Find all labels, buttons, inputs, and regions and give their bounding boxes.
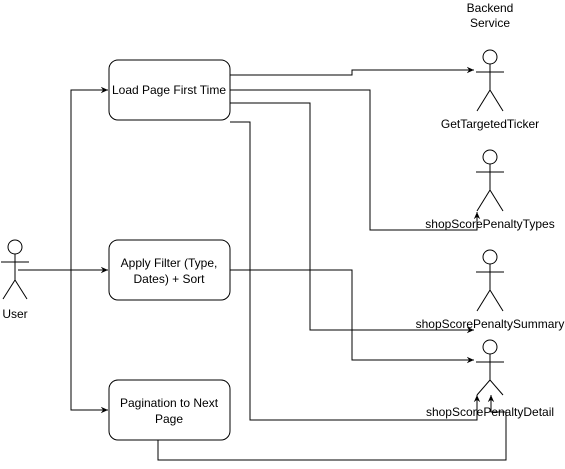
actor-ticker-figure xyxy=(476,49,504,112)
step-label-line1: Pagination to Next xyxy=(120,396,219,410)
edge-load-to-ticker xyxy=(230,66,474,76)
actor-types-label: shopScorePenaltyTypes xyxy=(425,217,554,231)
step-apply-filter: Apply Filter (Type, Dates) + Sort xyxy=(108,239,231,301)
actor-user-figure xyxy=(1,239,29,300)
actor-user-label: User xyxy=(2,307,27,321)
edge-load-to-summary xyxy=(230,102,474,334)
actor-detail-label: shopScorePenaltyDetail xyxy=(426,405,554,419)
step-label-line1: Apply Filter (Type, xyxy=(121,256,218,270)
step-box xyxy=(108,239,231,301)
edge-load-to-types xyxy=(230,89,481,231)
actor-summary-figure xyxy=(476,249,504,312)
edge-filter-to-detail xyxy=(230,269,474,364)
step-label-line2: Page xyxy=(155,412,183,426)
edge-user-to-pagination xyxy=(70,270,108,414)
step-box xyxy=(108,59,231,121)
actor-types-figure xyxy=(476,149,504,212)
backend-service-title-line2: Service xyxy=(470,16,510,30)
edge-user-to-load xyxy=(70,86,108,270)
step-load-page: Load Page First Time xyxy=(108,59,231,121)
step-box xyxy=(108,379,231,441)
step-label-line2: Dates) + Sort xyxy=(133,272,205,286)
actor-detail-figure xyxy=(476,339,504,396)
actor-ticker-label: GetTargetedTicker xyxy=(441,117,539,131)
actor-summary-label: shopScorePenaltySummary xyxy=(416,317,565,331)
edge-pagination-to-detail xyxy=(157,395,507,461)
edge-load-to-detail xyxy=(230,121,481,421)
connectors xyxy=(18,66,507,461)
step-pagination: Pagination to Next Page xyxy=(108,379,231,441)
backend-service-title-line1: Backend xyxy=(467,1,514,15)
step-label: Load Page First Time xyxy=(112,83,226,97)
